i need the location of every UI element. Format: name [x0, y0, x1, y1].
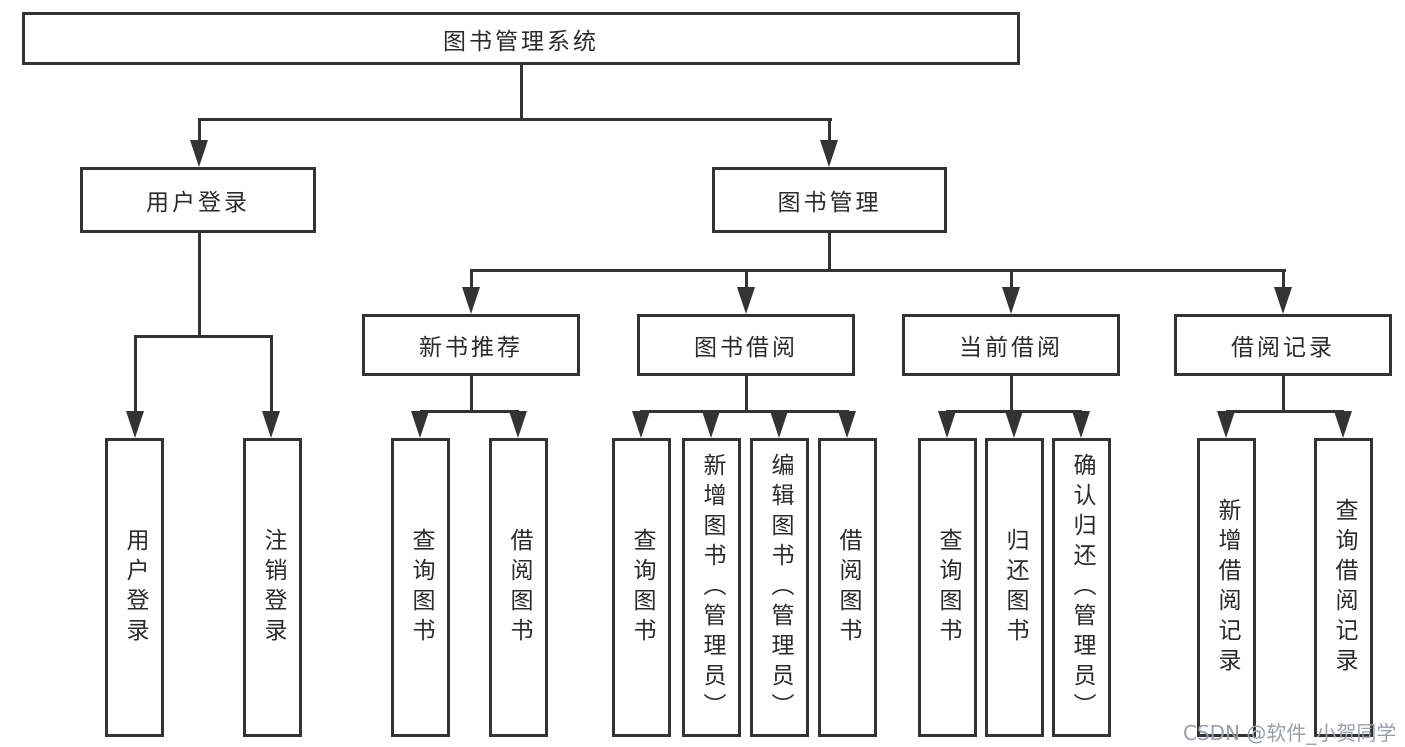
- leaf-confirm-return-admin: 确认归还（管理员）: [1052, 438, 1111, 737]
- connector: [520, 65, 523, 118]
- connector: [198, 233, 201, 335]
- arrow-down-icon: [1334, 411, 1352, 438]
- leaf-borrow-books-borrowing: 借阅图书: [818, 438, 877, 737]
- connector: [1010, 376, 1013, 410]
- node-label: 借阅记录: [1231, 335, 1335, 361]
- node-new-book-recommendation: 新书推荐: [362, 314, 580, 376]
- leaf-logout: 注销登录: [243, 438, 302, 737]
- connector: [1282, 376, 1285, 410]
- arrow-down-icon: [126, 411, 144, 438]
- leaf-query-borrow-record: 查询借阅记录: [1314, 438, 1373, 737]
- connector: [745, 376, 748, 410]
- node-user-login: 用户登录: [80, 167, 316, 233]
- leaf-label: 借阅图书: [506, 527, 532, 648]
- arrow-down-icon: [1072, 411, 1090, 438]
- leaf-query-books-recommend: 查询图书: [391, 438, 450, 737]
- connector: [745, 269, 748, 289]
- connector: [198, 118, 201, 142]
- leaf-label: 用户登录: [122, 527, 148, 648]
- leaf-label: 编辑图书（管理员）: [767, 452, 793, 723]
- leaf-add-book-admin: 新增图书（管理员）: [682, 438, 741, 737]
- arrow-down-icon: [1217, 411, 1235, 438]
- leaf-label: 查询图书: [935, 527, 961, 648]
- leaf-borrow-books-recommend: 借阅图书: [489, 438, 548, 737]
- node-label: 用户登录: [146, 190, 250, 216]
- node-label: 图书管理系统: [443, 28, 599, 55]
- arrow-down-icon: [262, 411, 280, 438]
- csdn-watermark: CSDN @软件_小贺同学: [1183, 721, 1397, 745]
- connector: [270, 335, 273, 412]
- leaf-label: 归还图书: [1002, 527, 1028, 648]
- connector: [470, 269, 473, 289]
- connector: [828, 118, 831, 142]
- connector: [1282, 269, 1285, 289]
- leaf-label: 注销登录: [260, 527, 286, 648]
- arrow-down-icon: [820, 140, 838, 167]
- connector: [470, 269, 1286, 272]
- arrow-down-icon: [509, 411, 527, 438]
- connector: [470, 376, 473, 410]
- connector: [1226, 410, 1344, 413]
- node-borrowing-records: 借阅记录: [1174, 314, 1392, 376]
- arrow-down-icon: [1002, 287, 1020, 314]
- arrow-down-icon: [770, 411, 788, 438]
- connector: [134, 335, 137, 412]
- arrow-down-icon: [1274, 287, 1292, 314]
- node-book-management: 图书管理: [712, 167, 947, 233]
- leaf-query-books-current: 查询图书: [918, 438, 977, 737]
- arrow-down-icon: [702, 411, 720, 438]
- connector: [134, 335, 273, 338]
- leaf-label: 新增借阅记录: [1214, 497, 1240, 678]
- arrow-down-icon: [411, 411, 429, 438]
- arrow-down-icon: [938, 411, 956, 438]
- leaf-edit-book-admin: 编辑图书（管理员）: [750, 438, 809, 737]
- connector: [420, 410, 519, 413]
- node-label: 图书管理: [777, 190, 882, 216]
- arrow-down-icon: [190, 140, 208, 167]
- connector: [198, 118, 832, 121]
- leaf-label: 确认归还（管理员）: [1069, 452, 1095, 723]
- node-root-library-system: 图书管理系统: [22, 12, 1020, 65]
- leaf-query-books-borrowing: 查询图书: [612, 438, 671, 737]
- leaf-return-book: 归还图书: [985, 438, 1044, 737]
- arrow-down-icon: [737, 287, 755, 314]
- connector: [1010, 269, 1013, 289]
- node-label: 当前借阅: [959, 335, 1063, 361]
- connector: [640, 410, 849, 413]
- node-book-borrowing: 图书借阅: [637, 314, 855, 376]
- connector: [828, 233, 831, 269]
- leaf-add-borrow-record: 新增借阅记录: [1197, 438, 1256, 737]
- arrow-down-icon: [462, 287, 480, 314]
- node-label: 新书推荐: [419, 335, 523, 361]
- leaf-label: 借阅图书: [835, 527, 861, 648]
- node-current-borrowing: 当前借阅: [902, 314, 1120, 376]
- leaf-user-login: 用户登录: [105, 438, 164, 737]
- leaf-label: 查询图书: [629, 527, 655, 648]
- arrow-down-icon: [632, 411, 650, 438]
- arrow-down-icon: [838, 411, 856, 438]
- node-label: 图书借阅: [694, 335, 798, 361]
- leaf-label: 新增图书（管理员）: [699, 452, 725, 723]
- arrow-down-icon: [1005, 411, 1023, 438]
- leaf-label: 查询图书: [408, 527, 434, 648]
- leaf-label: 查询借阅记录: [1331, 497, 1357, 678]
